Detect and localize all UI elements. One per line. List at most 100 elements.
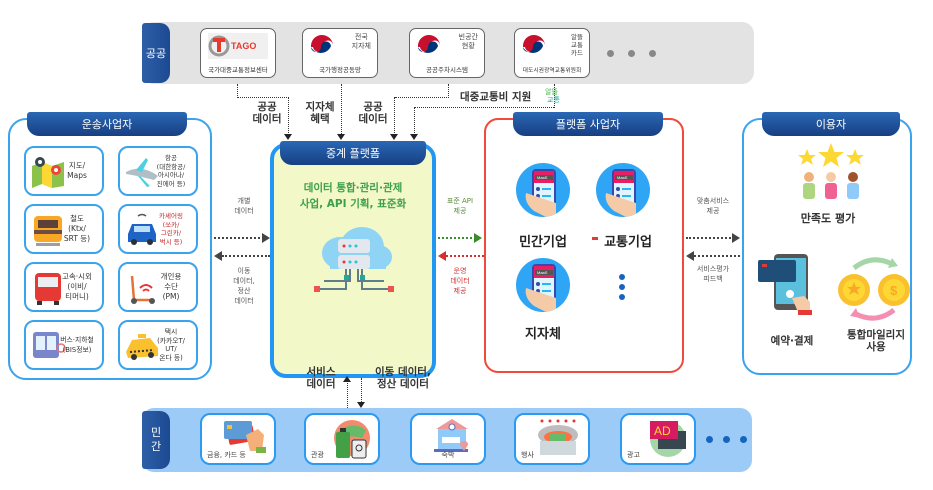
transport-item-taxi[interactable]: 택시 (카카오T/ UT/ 온다 등) [118,320,198,370]
private-card-label: 금융, 카드 등 [207,451,246,459]
platform-item-label: 지자체 [525,327,561,342]
connector-line [686,237,734,239]
connector-line [414,107,415,137]
transit-card-logo-icon: 알뜰 교통 [545,87,560,104]
public-card-side-text: 알뜰 교통 카드 [571,33,583,57]
public-sector-tag: 공공 [142,23,170,83]
mileage-label: 통합마일리지 사용 [847,329,905,353]
platform-item-label: 민간기업 [519,235,567,250]
transport-item-label: 택시 (카카오T/ UT/ 온다 등) [157,328,185,362]
maas-app-icon: MaaS [596,163,650,217]
public-card-local-gov[interactable]: 전국 지자체 국가행정공동망 [302,28,378,78]
airplane-icon [126,158,158,187]
transport-operators-title: 운송사업자 [27,112,187,136]
users-title: 이용자 [762,112,900,136]
private-card-lodging[interactable]: 숙박 [410,413,486,465]
arrow-left-icon [438,251,446,261]
satisfaction-label: 만족도 평가 [800,212,856,225]
relay-platform-title: 중계 플랫폼 [280,141,426,165]
booking-payment-icon [758,254,812,315]
arrow-down-icon [284,134,292,140]
public-card-parking[interactable]: 빈공간 현황 공공주차시스템 [409,28,485,78]
public-card-tago[interactable]: TAGO 국가대중교통정보센터 [200,28,276,78]
transport-item-rail[interactable]: 철도 (Ktx/ SRT 등) [24,204,104,254]
private-card-label: 숙박 [441,451,455,459]
flow-label-transit-support: 대중교통비 지원 [460,91,532,103]
transport-item-carsharing[interactable]: 카셰어링 (쏘카/ 그린카/ 벅시 등) [118,204,198,254]
public-card-transit-card[interactable]: 알뜰 교통 카드 대도시권광역교통위원회 [514,28,590,78]
private-card-tourism[interactable]: 관광 [304,413,380,465]
public-card-label: 국가행정공동망 [319,66,361,74]
taxi-icon [126,334,158,360]
public-card-side-text: 빈공간 현황 [458,33,478,50]
transport-item-label: 철도 (Ktx/ SRT 등) [63,214,91,243]
private-sector-band: 민 간 금융, 카드 등 관광 숙박 [142,408,752,472]
transport-item-label: 고속·시외 (이비/ 티머니) [62,272,92,301]
connector-line [237,84,238,98]
flow-label-ops-data: 운영 데이터 제공 [450,267,470,295]
private-card-finance[interactable]: 금융, 카드 등 [200,413,276,465]
connector-line [341,84,342,136]
transport-item-label: 버스·지하철 (BIS정보) [60,336,94,354]
bus-icon [35,273,61,305]
public-card-label: 대도시권광역교통위원회 [522,68,582,74]
transport-item-label: 항공 (대한항공/ 아시아나/ 진에어 등) [156,154,186,188]
flow-label-public-data: 공공 데이터 [252,101,282,125]
connector-line [438,237,476,239]
arrow-left-icon [214,251,222,261]
svg-text:교통: 교통 [547,96,560,104]
connector-line [394,97,395,137]
transport-item-map[interactable]: 지도/ Maps [24,146,104,196]
arrow-down-icon [337,134,345,140]
relay-platform-description: 데이터 통합·관리·관제 사업, API 기획, 표준화 [299,182,407,210]
transport-item-express-bus[interactable]: 고속·시외 (이비/ 티머니) [24,262,104,312]
city-bus-icon [33,332,66,358]
korea-gov-emblem-icon [310,34,333,53]
map-icon [32,157,64,188]
transport-item-city-bus[interactable]: 버스·지하철 (BIS정보) [24,320,104,370]
transport-item-pm[interactable]: 개인용 수단 (PM) [118,262,198,312]
connector-line [214,237,264,239]
connector-line [288,97,289,137]
mileage-exchange-icon: $ [838,257,910,321]
travel-luggage-icon [334,420,370,459]
hotel-icon [434,419,468,452]
connector-line [448,84,449,98]
private-sector-tag: 민 간 [142,411,170,469]
booking-payment-label: 예약·결제 [770,335,814,347]
tago-logo-text: TAGO [231,41,256,51]
arrow-down-icon [410,134,418,140]
flow-label-local-benefit: 지자체 혜택 [305,101,335,125]
ad-icon: AD [650,421,686,457]
svg-text:AD: AD [654,424,671,438]
transport-item-airline[interactable]: 항공 (대한항공/ 아시아나/ 진에어 등) [118,146,198,196]
more-vertical-dots-icon [619,274,625,300]
connector-line [347,380,348,408]
flow-label-standard-api: 표준 API 제공 [446,197,474,215]
public-card-label: 공공주차시스템 [426,66,468,74]
maas-app-icon: MaaS [516,258,570,312]
connector-line [361,378,362,404]
public-card-side-text: 전국 지자체 [351,33,371,50]
flow-label-public-data: 공공 데이터 [358,101,388,125]
cloud-database-icon [314,227,394,292]
platform-operators-title: 플랫폼 사업자 [513,112,663,136]
private-card-advertising[interactable]: AD 광고 [620,413,696,465]
arrow-right-icon [262,233,270,243]
connector-line [694,255,740,257]
private-card-event[interactable]: 행사 [514,413,590,465]
flow-label-feedback: 서비스평가 피드백 [696,265,730,283]
more-dots-icon [706,436,747,443]
public-card-label: 국가대중교통정보센터 [208,66,268,74]
svg-text:MaaS: MaaS [617,175,628,180]
credit-card-icon [224,421,266,453]
flow-label-movement-data: 이동 데이터, 정산 데이터 [233,267,255,305]
public-sector-band: 공공 TAGO 국가대중교통정보센터 전국 지자체 국가행정공동망 빈공간 현황… [142,22,754,84]
transport-item-label: 개인용 수단 (PM) [160,272,182,301]
flow-label-custom-service: 맞춤서비스 제공 [696,197,730,215]
transport-item-label: 지도/ Maps [67,161,87,180]
arrow-right-icon [732,233,740,243]
svg-text:$: $ [890,283,898,298]
maas-app-icon: MaaS [516,163,570,217]
connector-line [237,97,287,98]
